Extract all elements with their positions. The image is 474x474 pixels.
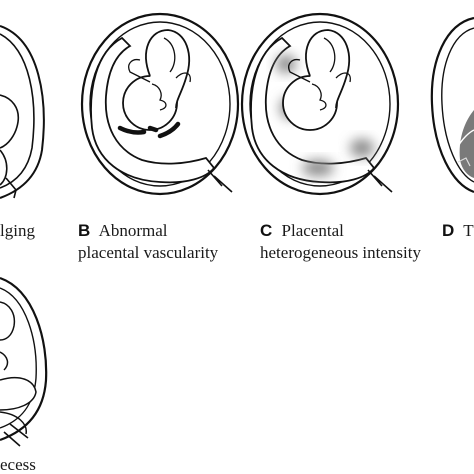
panel-c-letter: C (260, 221, 272, 240)
panel-e-illustration (0, 276, 48, 447)
panel-e-caption: ecess (0, 455, 36, 474)
panel-d-letter: D (442, 221, 454, 240)
panel-b-caption: B Abnormal (78, 221, 168, 240)
panel-d-caption: D T2 (442, 221, 474, 240)
panel-c-caption-line2: heterogeneous intensity (260, 243, 421, 262)
panel-c-illustration (240, 12, 400, 196)
panel-a-illustration (0, 25, 45, 199)
panel-b-illustration (80, 12, 240, 196)
panel-d-illustration (430, 16, 474, 194)
panel-a-caption: lging (0, 221, 35, 240)
panel-b-caption-line2: placental vascularity (78, 243, 219, 262)
panel-c-caption: C Placental (260, 221, 344, 240)
panel-b-letter: B (78, 221, 90, 240)
